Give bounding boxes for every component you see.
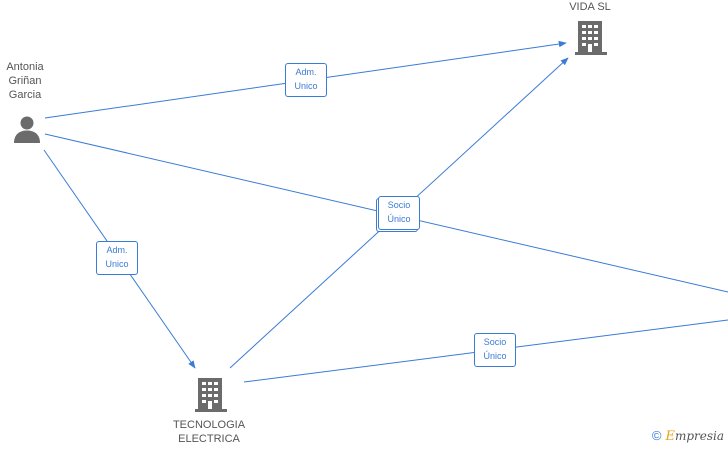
person-icon — [14, 116, 40, 143]
edge-label-person-tecnologia[interactable]: Adm. Unico — [96, 241, 138, 275]
edge-label-tecnologia-right[interactable]: Socio Único — [474, 333, 516, 367]
edge-label-person-vida[interactable]: Adm. Unico — [285, 63, 327, 97]
tecnologia-building-icon — [195, 378, 227, 412]
copyright-icon: © — [651, 428, 662, 443]
empresia-brand: ©Empresia — [652, 428, 724, 444]
vida-company-label: VIDA SL — [569, 1, 611, 13]
person-name-label: Antonia Griñan Garcia — [6, 61, 44, 101]
brand-name: mpresia — [674, 429, 724, 443]
edge-label-tecnologia-vida[interactable]: Socio Único — [378, 196, 420, 230]
tecnologia-company-label: TECNOLOGIA ELECTRICA — [172, 419, 246, 445]
brand-initial: E — [665, 429, 675, 444]
vida-building-icon — [575, 21, 607, 55]
